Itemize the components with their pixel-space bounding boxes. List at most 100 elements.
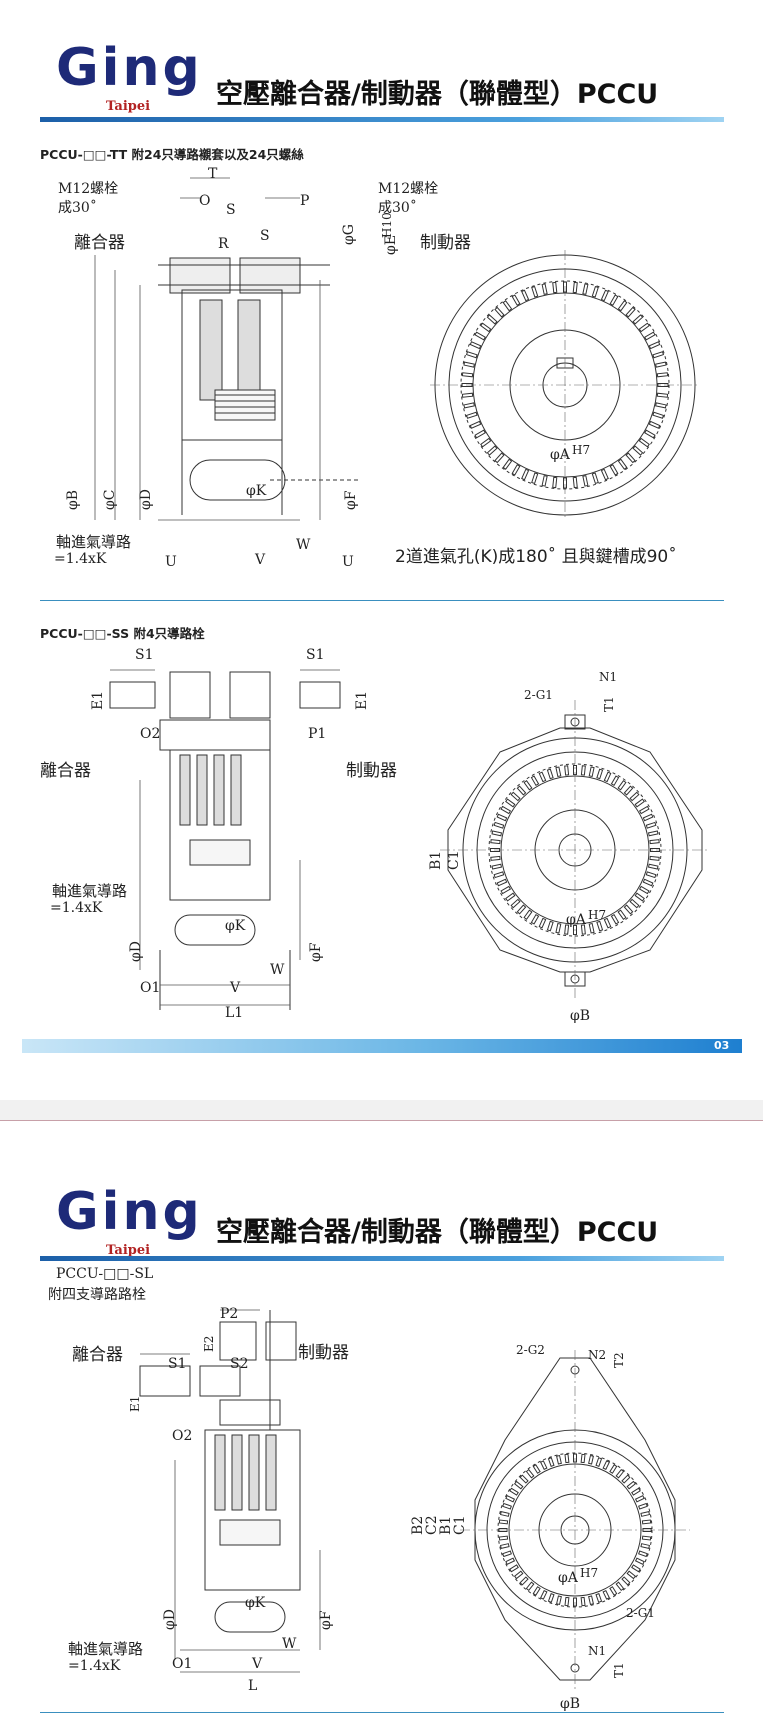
ss-dim-O1: O1 <box>140 980 161 996</box>
guide-slot <box>532 473 538 483</box>
guide-slot <box>481 323 491 331</box>
ss-dim-A-tol: H7 <box>588 908 607 922</box>
ss-dim-T1: T1 <box>602 696 616 712</box>
guide-slot <box>487 315 496 324</box>
guide-slot <box>503 459 511 469</box>
guide-slot <box>653 352 663 358</box>
guide-slot <box>464 362 474 367</box>
guide-slot <box>650 856 659 860</box>
guide-slot <box>610 295 618 305</box>
guide-slot <box>520 1475 528 1483</box>
ss-front-drawing <box>440 700 710 1000</box>
ss-air-path-value: =1.4xK <box>50 900 103 916</box>
bottom-rule <box>40 1712 724 1713</box>
guide-slot <box>626 307 635 316</box>
guide-slot <box>515 1481 523 1488</box>
section-heading-ss: PCCU-□□-SS 附4只導路栓 <box>40 626 205 641</box>
guide-slot <box>526 1470 533 1478</box>
tt-note: 2道進氣孔(K)成180˚ 且與鍵槽成90˚ <box>395 547 677 567</box>
tt-dim-A-tol: H7 <box>572 443 591 457</box>
tt-dim-P: P <box>300 193 310 209</box>
tt-dim-W: W <box>296 537 311 553</box>
tt-air-path-label: 軸進氣導路 <box>56 533 132 551</box>
section-divider <box>40 600 724 601</box>
ss-dim-E1-right: E1 <box>354 690 370 710</box>
guide-slot <box>467 352 477 358</box>
guide-slot <box>635 893 644 901</box>
guide-slot <box>481 438 491 446</box>
guide-slot <box>512 295 520 305</box>
sl-heading-line2: 附四支導路路栓 <box>48 1287 146 1303</box>
guide-slot <box>553 282 557 292</box>
sl-dim-W: W <box>282 1636 297 1652</box>
tt-bolt-right-label: M12螺栓 <box>378 181 439 197</box>
guide-slot <box>470 342 480 349</box>
guide-slot <box>640 806 649 813</box>
guide-slot <box>581 1454 585 1462</box>
guide-slot <box>649 831 658 836</box>
ss-dim-L1: L1 <box>225 1005 244 1021</box>
page-number: 03 <box>714 1039 730 1052</box>
sl-dim-P2: P2 <box>220 1306 239 1322</box>
sl-front-drawing <box>460 1350 690 1690</box>
ss-dim-S1-left: S1 <box>135 647 154 663</box>
guide-slot <box>475 430 485 438</box>
guide-slot <box>487 446 496 455</box>
guide-slot <box>618 781 626 790</box>
guide-slot <box>639 323 649 331</box>
guide-slot <box>611 915 618 924</box>
guide-slot <box>643 814 652 820</box>
ss-dim-W: W <box>270 962 285 978</box>
tt-dim-T: T <box>208 166 218 182</box>
guide-slot <box>497 879 506 885</box>
ss-dim-K: φK <box>225 918 246 934</box>
guide-slot <box>499 1536 507 1540</box>
guide-slot <box>492 831 501 836</box>
ss-dim-C1: C1 <box>446 850 462 870</box>
guide-slot <box>611 776 618 785</box>
tt-dim-E-tol: H10 <box>380 212 394 238</box>
guide-slot <box>573 282 577 292</box>
guide-slot <box>583 476 588 486</box>
ss-dim-P1: P1 <box>308 726 327 742</box>
guide-slot <box>618 301 626 311</box>
tt-dim-S: S <box>226 202 236 218</box>
guide-slot <box>547 921 553 930</box>
header-bar-page2 <box>40 1256 724 1261</box>
guide-slot <box>506 1496 515 1502</box>
guide-slot <box>641 1544 649 1549</box>
guide-slot <box>565 766 569 775</box>
tt-dim-R: R <box>218 236 229 252</box>
ss-dim-B: φB <box>570 1008 591 1024</box>
guide-slot <box>657 393 667 397</box>
tt-bolt-right-angle: 成30˚ <box>378 200 417 216</box>
sl-dim-B: φB <box>560 1696 581 1712</box>
tt-side-drawing <box>40 160 370 580</box>
guide-slot <box>556 924 561 933</box>
sl-dim-S1: S1 <box>168 1356 187 1372</box>
logo-subtitle-page2: Taipei <box>106 1243 151 1258</box>
guide-slot <box>639 438 649 446</box>
guide-slot <box>501 806 510 813</box>
sl-dim-O1: O1 <box>172 1656 193 1672</box>
guide-slot <box>539 772 545 781</box>
guide-slot <box>541 1591 547 1600</box>
sl-heading-line1: PCCU-□□-SL <box>56 1266 154 1282</box>
guide-slot <box>624 786 632 795</box>
guide-slot <box>649 421 659 428</box>
guide-slot <box>467 412 477 418</box>
sl-dim-N1: N1 <box>588 1644 607 1658</box>
guide-slot <box>557 1596 562 1604</box>
guide-slot <box>592 473 598 483</box>
guide-slot <box>618 910 626 919</box>
guide-slot <box>494 872 503 878</box>
sl-dim-T1: T1 <box>612 1662 626 1678</box>
guide-slot <box>557 1456 562 1464</box>
sl-dim-D: φD <box>162 1608 178 1630</box>
guide-slot <box>624 905 632 914</box>
guide-slot <box>635 799 644 807</box>
guide-slot <box>510 1488 518 1495</box>
sl-dim-F: φF <box>318 1610 334 1630</box>
guide-slot <box>604 772 610 781</box>
header-bar <box>40 117 724 122</box>
